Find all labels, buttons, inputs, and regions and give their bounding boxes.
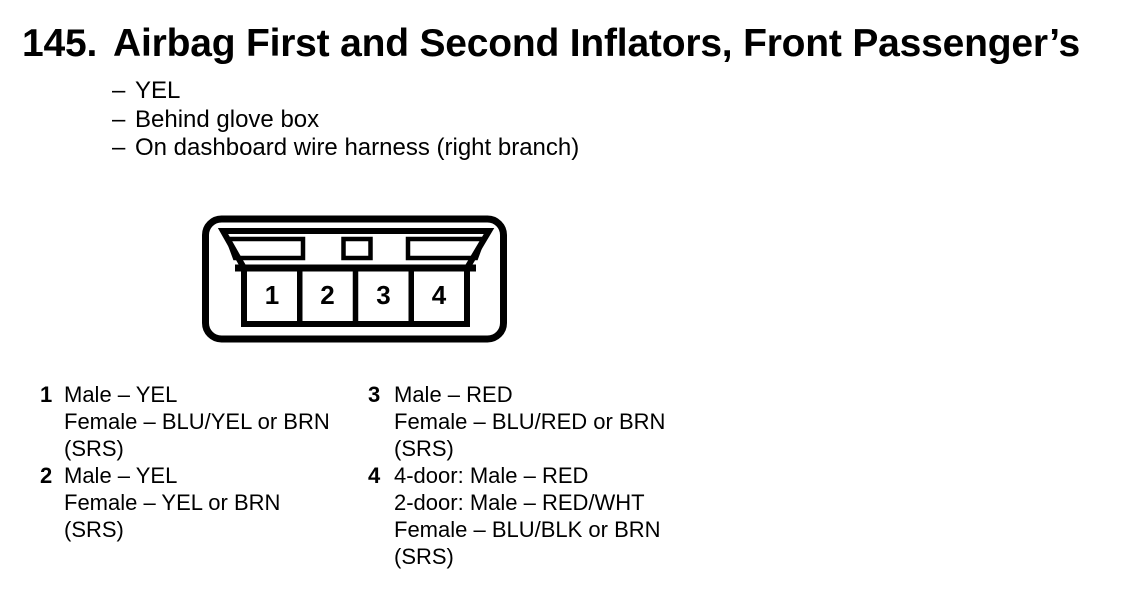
pin-wire-info: Male – YEL Female – YEL or BRN (SRS): [64, 462, 280, 543]
pin-legend-right: 3 Male – RED Female – BLU/RED or BRN (SR…: [368, 381, 665, 570]
dash-marker: –: [112, 105, 126, 133]
wire-line: (SRS): [64, 436, 124, 461]
connector-housing-outline: [202, 215, 507, 343]
pin-number-label: 4: [432, 280, 447, 310]
dash-marker: –: [112, 77, 126, 104]
detail-list: – YEL – Behind glove box – On dashboard …: [112, 77, 579, 163]
detail-text: YEL: [135, 77, 181, 104]
detail-item: – On dashboard wire harness (right branc…: [112, 134, 579, 163]
connector-diagram: 1 2 3 4: [200, 210, 510, 345]
pin-wire-info: Male – YEL Female – BLU/YEL or BRN (SRS): [64, 381, 330, 462]
pin-number-label: 3: [376, 280, 390, 310]
wire-line: (SRS): [394, 544, 454, 569]
dash-marker: –: [112, 134, 126, 161]
wire-line: Female – BLU/YEL or BRN: [64, 409, 330, 434]
wire-line: (SRS): [64, 517, 124, 542]
pin-legend-item: 4 4-door: Male – RED 2-door: Male – RED/…: [368, 462, 665, 570]
connector-center-tab: [341, 236, 373, 261]
pin-number: 1: [40, 382, 53, 407]
wire-line: Male – YEL: [64, 382, 178, 407]
page-title: Airbag First and Second Inflators, Front…: [113, 22, 1080, 65]
wire-line: Female – BLU/RED or BRN: [394, 409, 666, 434]
wire-line: Male – RED: [394, 382, 513, 407]
pin-number: 2: [40, 463, 53, 488]
section-number: 145.: [22, 22, 98, 65]
pin-wire-info: Male – RED Female – BLU/RED or BRN (SRS): [394, 381, 665, 462]
connector-left-slot: [224, 236, 306, 261]
pin-number: 3: [368, 382, 381, 407]
detail-item: – YEL: [112, 77, 579, 106]
wire-line: Male – YEL: [64, 463, 178, 488]
pin-number: 4: [368, 463, 381, 488]
detail-item: – Behind glove box: [112, 106, 579, 135]
detail-text: On dashboard wire harness (right branch): [135, 134, 580, 161]
pin-number-label: 1: [265, 280, 279, 310]
wire-line: 4-door: Male – RED: [394, 463, 589, 488]
connector-shroud-outline: [217, 228, 495, 271]
pin-number-label: 2: [320, 280, 334, 310]
wire-line: (SRS): [394, 436, 454, 461]
wire-line: 2-door: Male – RED/WHT: [394, 490, 645, 515]
section-heading: 145. Airbag First and Second Inflators, …: [22, 22, 1080, 66]
connector-right-slot: [405, 236, 487, 261]
pin-legend-item: 3 Male – RED Female – BLU/RED or BRN (SR…: [368, 381, 665, 462]
pin-legend-left: 1 Male – YEL Female – BLU/YEL or BRN (SR…: [40, 381, 330, 543]
pin-wire-info: 4-door: Male – RED 2-door: Male – RED/WH…: [394, 462, 661, 570]
wire-line: Female – BLU/BLK or BRN: [394, 517, 661, 542]
pin-legend-item: 1 Male – YEL Female – BLU/YEL or BRN (SR…: [40, 381, 330, 462]
wire-line: Female – YEL or BRN: [64, 490, 281, 515]
detail-text: Behind glove box: [135, 105, 320, 133]
pin-legend-item: 2 Male – YEL Female – YEL or BRN (SRS): [40, 462, 330, 543]
